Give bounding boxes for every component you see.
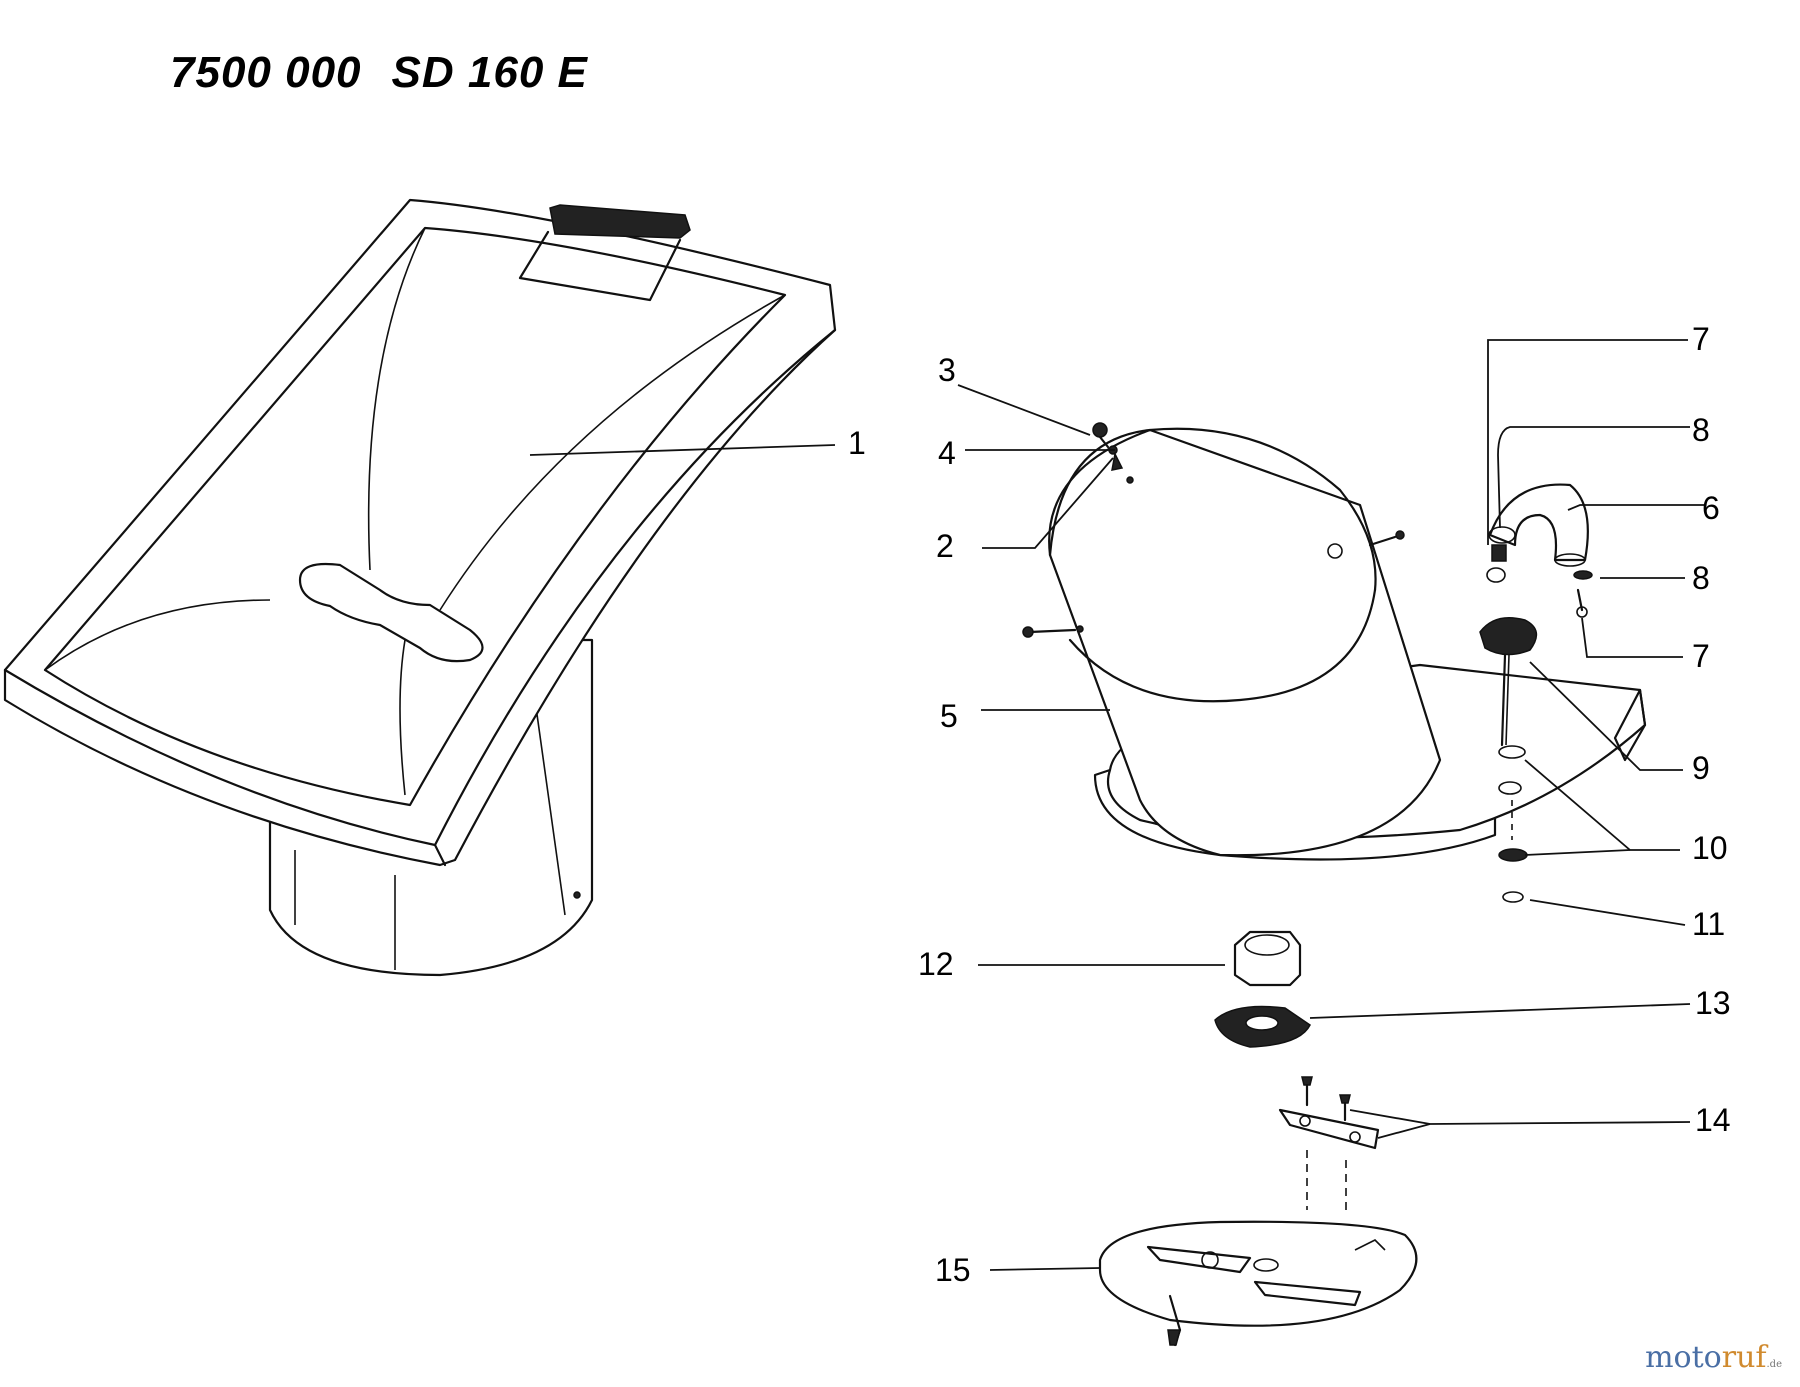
hex-nut-part-12	[1233, 930, 1302, 987]
callout-8-top: 8	[1692, 412, 1710, 448]
washer-plate-part-13	[1214, 1005, 1311, 1048]
leader-lines	[529, 339, 1705, 1271]
cutting-disc-part-15	[1098, 1220, 1418, 1347]
fasteners-parts-2-3-4	[1092, 422, 1134, 484]
callout-11: 11	[1692, 906, 1726, 942]
part-number: 7500 000	[170, 48, 362, 97]
callout-7-top: 7	[1692, 321, 1710, 357]
callout-13: 13	[1695, 985, 1731, 1021]
callout-3: 3	[938, 352, 956, 388]
callout-9: 9	[1692, 750, 1710, 786]
callout-7-bottom: 7	[1692, 638, 1710, 674]
callout-8-bottom: 8	[1692, 560, 1710, 596]
callout-14: 14	[1695, 1102, 1731, 1138]
deflector-part-6	[1488, 483, 1589, 567]
callout-15: 15	[935, 1252, 971, 1288]
knob-part-9	[1479, 617, 1538, 747]
diagram-title: 7500 000 SD 160 E	[170, 48, 588, 98]
model-name: SD 160 E	[391, 48, 588, 97]
blades-part-14	[1278, 1076, 1380, 1215]
callout-6: 6	[1702, 490, 1720, 526]
watermark-logo: motoruf.de	[1645, 1340, 1782, 1375]
callout-2: 2	[936, 528, 954, 564]
callout-12: 12	[918, 946, 954, 982]
callout-10: 10	[1692, 830, 1728, 866]
callout-4: 4	[938, 435, 956, 471]
hopper-lid-part-1	[3, 198, 837, 977]
screws-parts-7-8	[1486, 544, 1593, 618]
callout-1: 1	[848, 425, 866, 461]
callout-5: 5	[940, 698, 958, 734]
